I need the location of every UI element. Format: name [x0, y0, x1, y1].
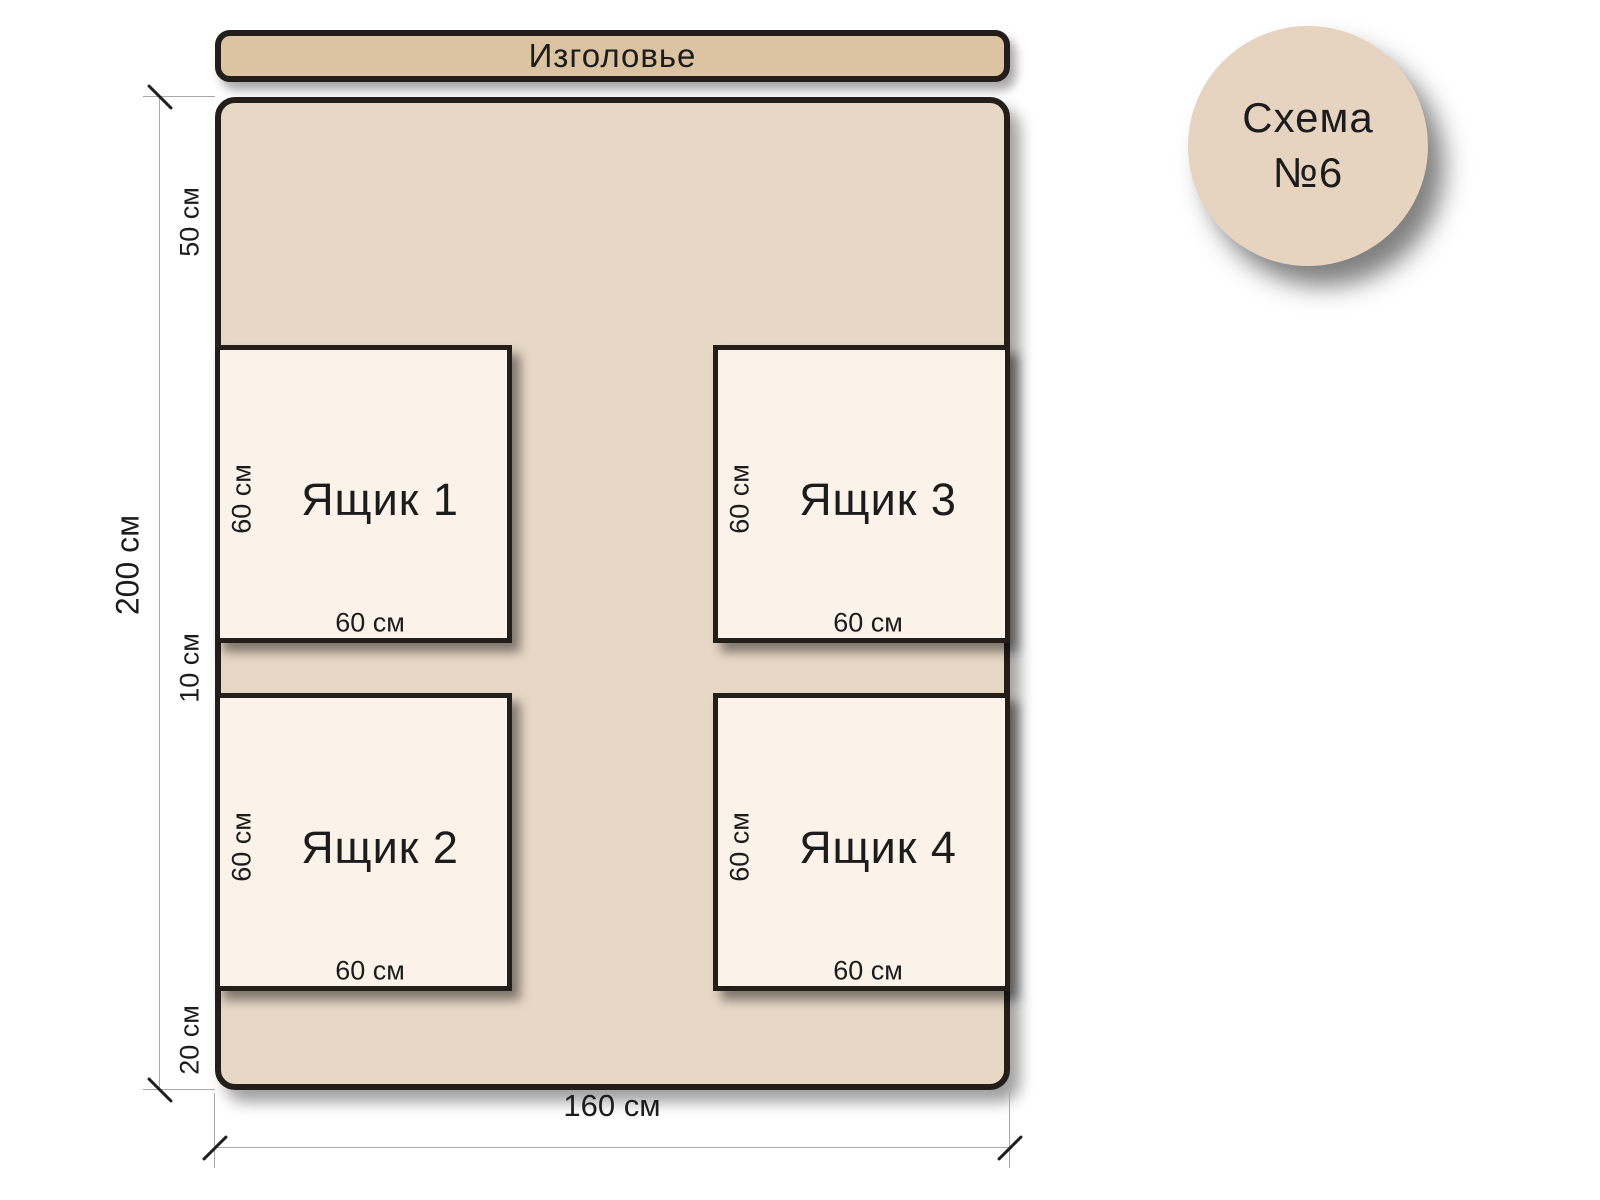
drawer-4-label: Ящик 4 — [799, 822, 957, 873]
drawer-4: 60 см Ящик 4 60 см — [713, 693, 1010, 991]
tick-width-left — [201, 1134, 229, 1162]
headboard-label: Изголовье — [528, 37, 697, 74]
drawer-4-width-label: 60 см — [833, 955, 903, 986]
total-width-label: 160 см — [563, 1088, 661, 1123]
width-extension-right — [1009, 1093, 1010, 1168]
headboard: Изголовье — [215, 30, 1010, 82]
drawer-4-height-label: 60 см — [724, 812, 755, 882]
total-height-label: 200 см — [109, 514, 146, 616]
drawer-3-height-label: 60 см — [724, 464, 755, 534]
middle-gap-label: 10 см — [174, 633, 205, 703]
scheme-badge-line1: Схема — [1242, 94, 1374, 142]
height-extension-top — [143, 96, 215, 97]
height-extension-bottom — [143, 1089, 215, 1090]
drawer-2-height-label: 60 см — [226, 812, 257, 882]
drawer-1-label: Ящик 1 — [301, 474, 459, 525]
tick-height-top — [146, 83, 174, 111]
drawer-3-width-label: 60 см — [833, 607, 903, 638]
drawer-1-height-label: 60 см — [226, 464, 257, 534]
top-gap-label: 50 см — [174, 187, 205, 257]
drawer-2: 60 см Ящик 2 60 см — [215, 693, 512, 991]
drawer-3-label: Ящик 3 — [799, 474, 957, 525]
drawer-2-label: Ящик 2 — [301, 822, 459, 873]
height-dimension-line — [159, 97, 160, 1090]
drawer-1-width-label: 60 см — [335, 607, 405, 638]
drawer-2-width-label: 60 см — [335, 955, 405, 986]
width-dimension-line — [215, 1147, 1010, 1148]
drawer-1: 60 см Ящик 1 60 см — [215, 345, 512, 643]
width-extension-left — [214, 1093, 215, 1168]
bottom-gap-label: 20 см — [174, 1005, 205, 1075]
tick-height-bottom — [146, 1076, 174, 1104]
drawer-3: 60 см Ящик 3 60 см — [713, 345, 1010, 643]
scheme-number-badge: Схема №6 — [1188, 26, 1428, 266]
scheme-badge-line2: №6 — [1272, 149, 1344, 196]
tick-width-right — [996, 1134, 1024, 1162]
